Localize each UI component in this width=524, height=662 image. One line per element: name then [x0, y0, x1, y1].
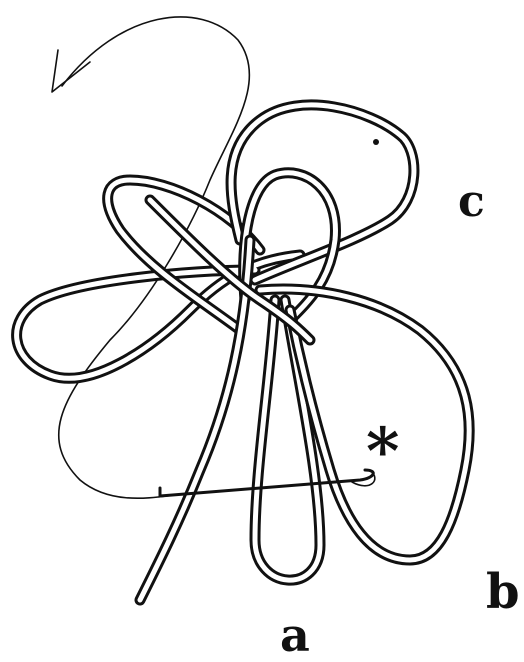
rope — [17, 105, 470, 600]
dot-marker — [373, 139, 379, 145]
arrowhead-icon — [52, 50, 90, 92]
label-a: a — [280, 612, 310, 658]
label-c: c — [458, 180, 485, 224]
label-b: b — [486, 568, 520, 616]
label-asterisk: * — [366, 420, 399, 484]
